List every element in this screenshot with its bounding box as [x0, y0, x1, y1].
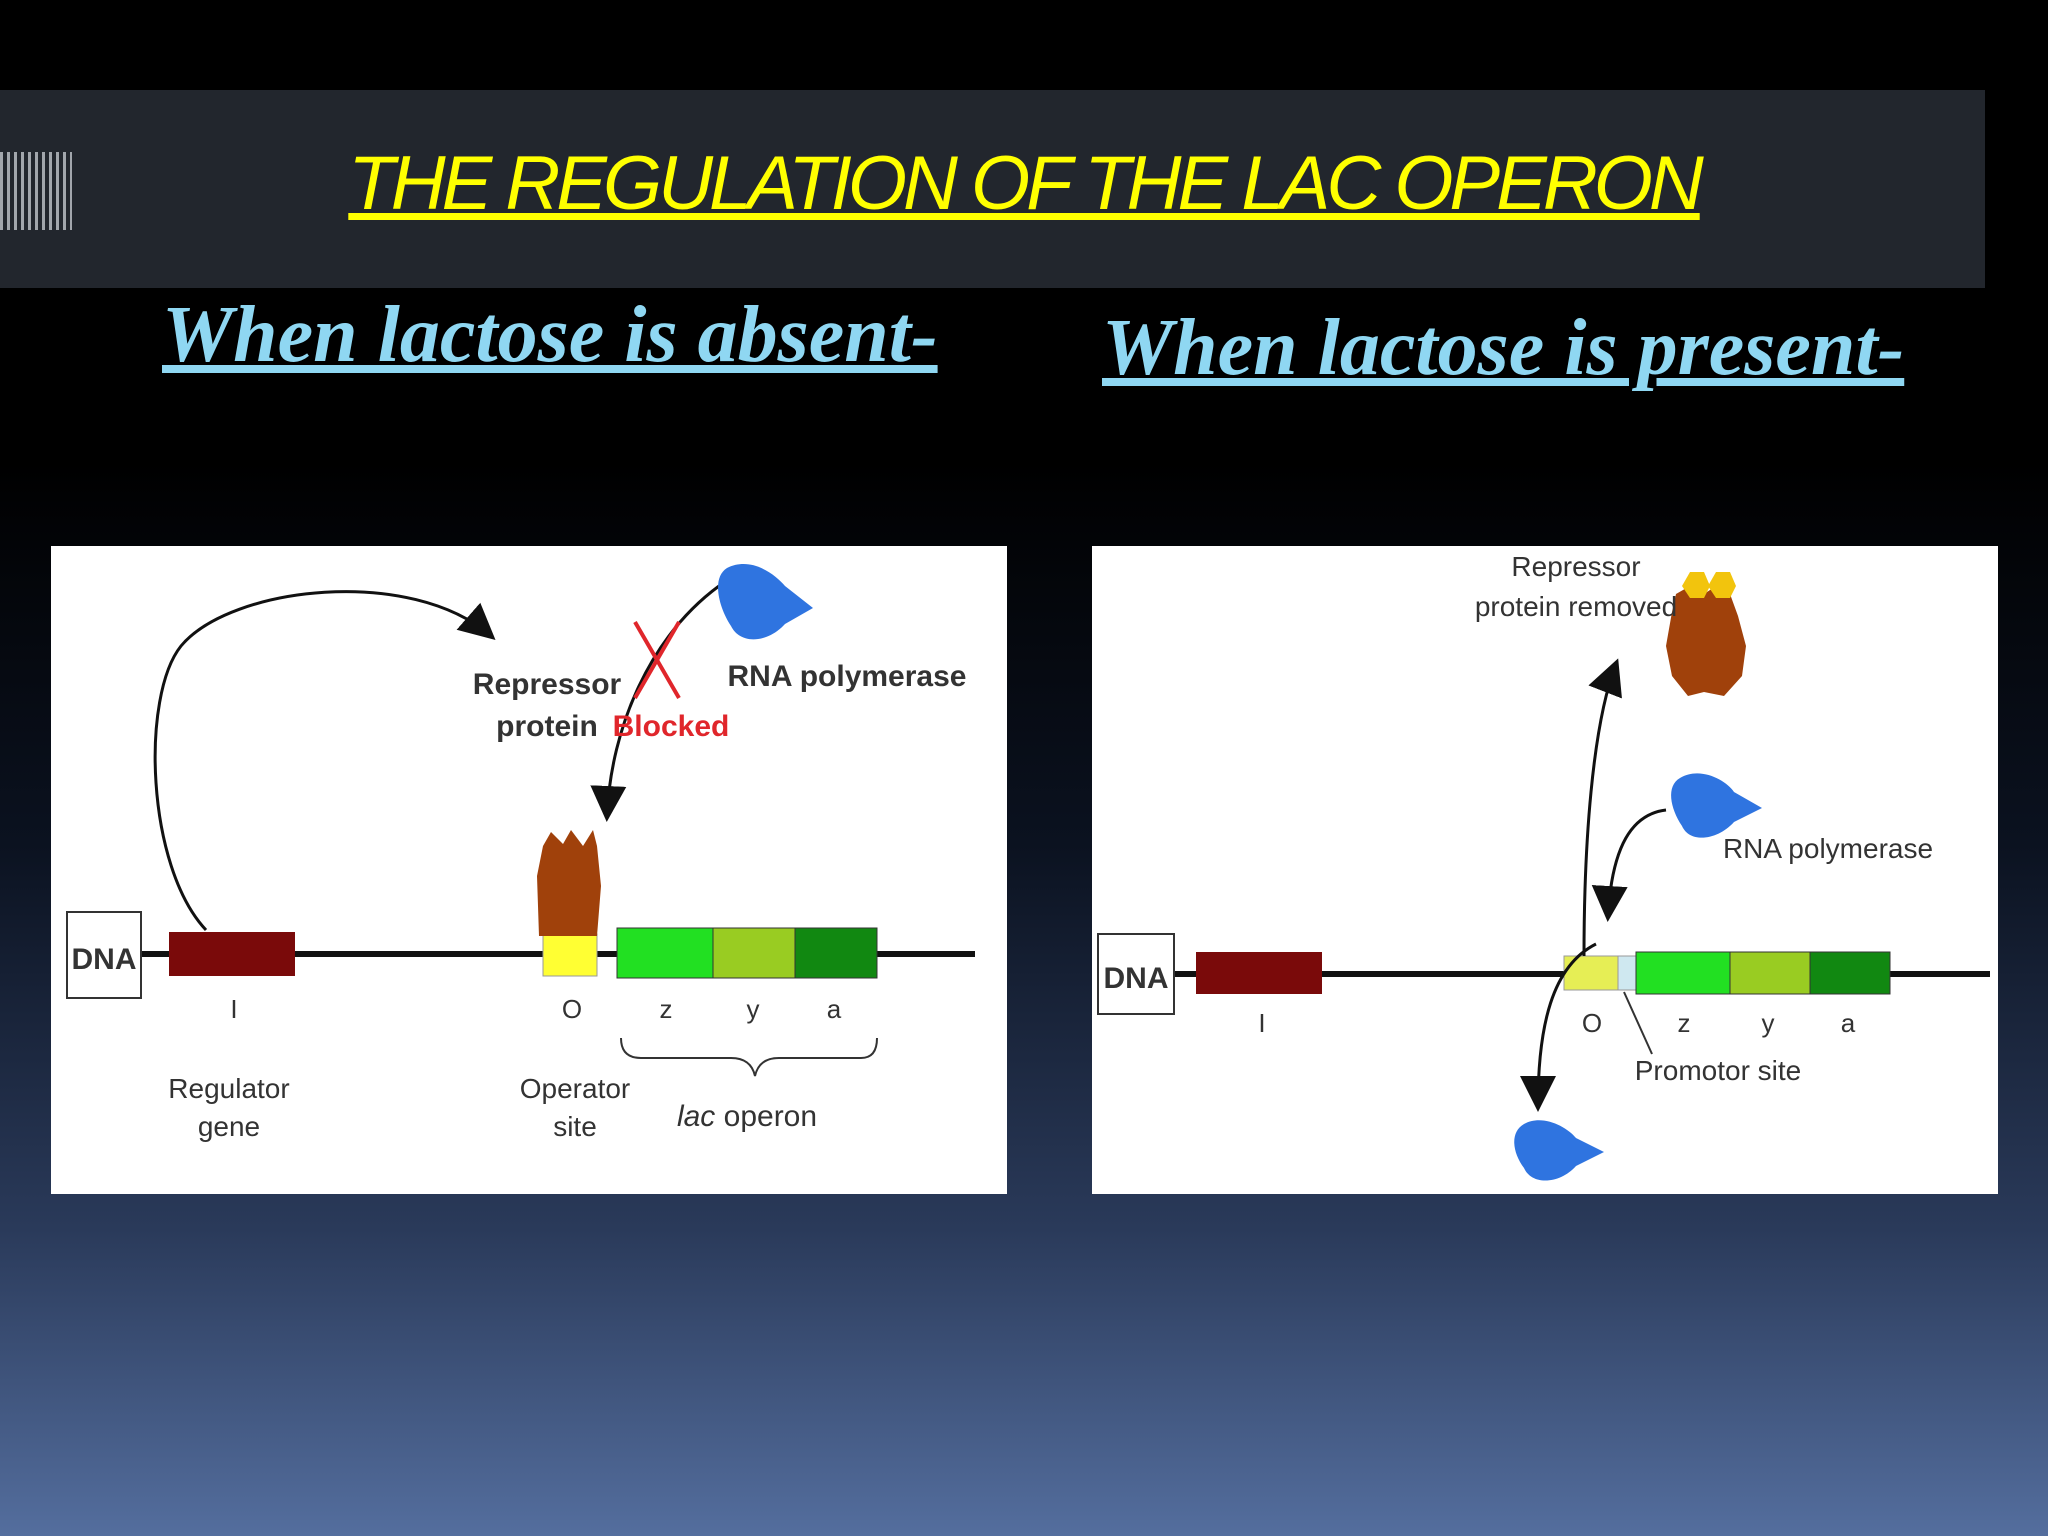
regulator-label-2: gene: [198, 1111, 260, 1142]
rna-polymerase-label: RNA polymerase: [728, 660, 967, 693]
gene-i-label: I: [230, 994, 237, 1024]
operator-o-label: O: [1582, 1008, 1602, 1038]
gene-a-block: [1809, 951, 1891, 995]
gene-z-label: z: [660, 994, 673, 1024]
dna-label: DNA: [1104, 962, 1169, 995]
rna-polymerase-transcribing: [1514, 1120, 1604, 1181]
repressor-label-1: Repressor: [473, 668, 622, 701]
diagram-lactose-absent: DNA I Regulator gene O Operator site z y…: [51, 546, 1007, 1194]
title-bar: [0, 90, 1985, 288]
promotor-label: Promotor site: [1635, 1055, 1802, 1086]
operator-block: [542, 933, 598, 977]
promotor-pointer: [1623, 991, 1653, 1055]
regulator-gene-block: [169, 932, 295, 976]
gene-y-label: y: [747, 994, 760, 1024]
gene-a-block: [794, 927, 878, 979]
blocked-polymerase-arrow: [590, 584, 720, 822]
gene-z-block: [1635, 951, 1731, 995]
gene-a-label: a: [1841, 1008, 1856, 1038]
inducer-molecule-1: [1682, 572, 1710, 598]
promotor-block: [1617, 955, 1637, 991]
repressor-label-2: protein: [496, 710, 598, 743]
gene-z-block: [616, 927, 714, 979]
gene-y-block: [1729, 951, 1811, 995]
regulator-label-1: Regulator: [168, 1073, 289, 1104]
operator-label-2: site: [553, 1111, 597, 1142]
dna-label: DNA: [72, 943, 137, 976]
gene-z-label: z: [1678, 1008, 1691, 1038]
rna-polymerase: [1671, 773, 1762, 838]
lac-operon-brace: [620, 1037, 878, 1077]
heading-lactose-absent: When lactose is absent-: [162, 291, 938, 379]
blocked-label: Blocked: [613, 710, 730, 743]
repressor-removed-label-2: protein removed: [1475, 591, 1677, 622]
gene-i-label: I: [1258, 1008, 1265, 1038]
repressor-protein-removed: [1666, 586, 1746, 696]
heading-lactose-present: When lactose is present-: [1102, 304, 1905, 392]
regulator-gene-block: [1196, 952, 1322, 994]
rna-polymerase: [718, 564, 813, 640]
polymerase-binding-arrow: [1591, 808, 1667, 922]
diagram-lactose-present: DNA I O z y a Promotor site Repressor pr…: [1092, 546, 1998, 1194]
regulator-to-repressor-arrow: [153, 590, 496, 932]
rna-polymerase-label: RNA polymerase: [1723, 833, 1933, 864]
repressor-protein: [537, 830, 601, 936]
gene-a-label: a: [827, 994, 842, 1024]
dna-box: [1097, 933, 1175, 1015]
decorative-stripes: [0, 152, 72, 230]
blocked-x-2: [633, 620, 681, 700]
repressor-removed-label-1: Repressor: [1511, 551, 1640, 582]
operator-o-label: O: [562, 994, 582, 1024]
gene-y-block: [712, 927, 796, 979]
repressor-removal-arrow: [1582, 658, 1622, 957]
operator-label-1: Operator: [520, 1073, 631, 1104]
inducer-molecule-2: [1708, 572, 1736, 598]
transcription-arrow: [1520, 942, 1597, 1112]
dna-box: [66, 911, 142, 999]
lac-operon-label: lac operon: [677, 1100, 817, 1133]
slide-title: THE REGULATION OF THE LAC OPERON: [348, 141, 1703, 226]
gene-y-label: y: [1762, 1008, 1775, 1038]
